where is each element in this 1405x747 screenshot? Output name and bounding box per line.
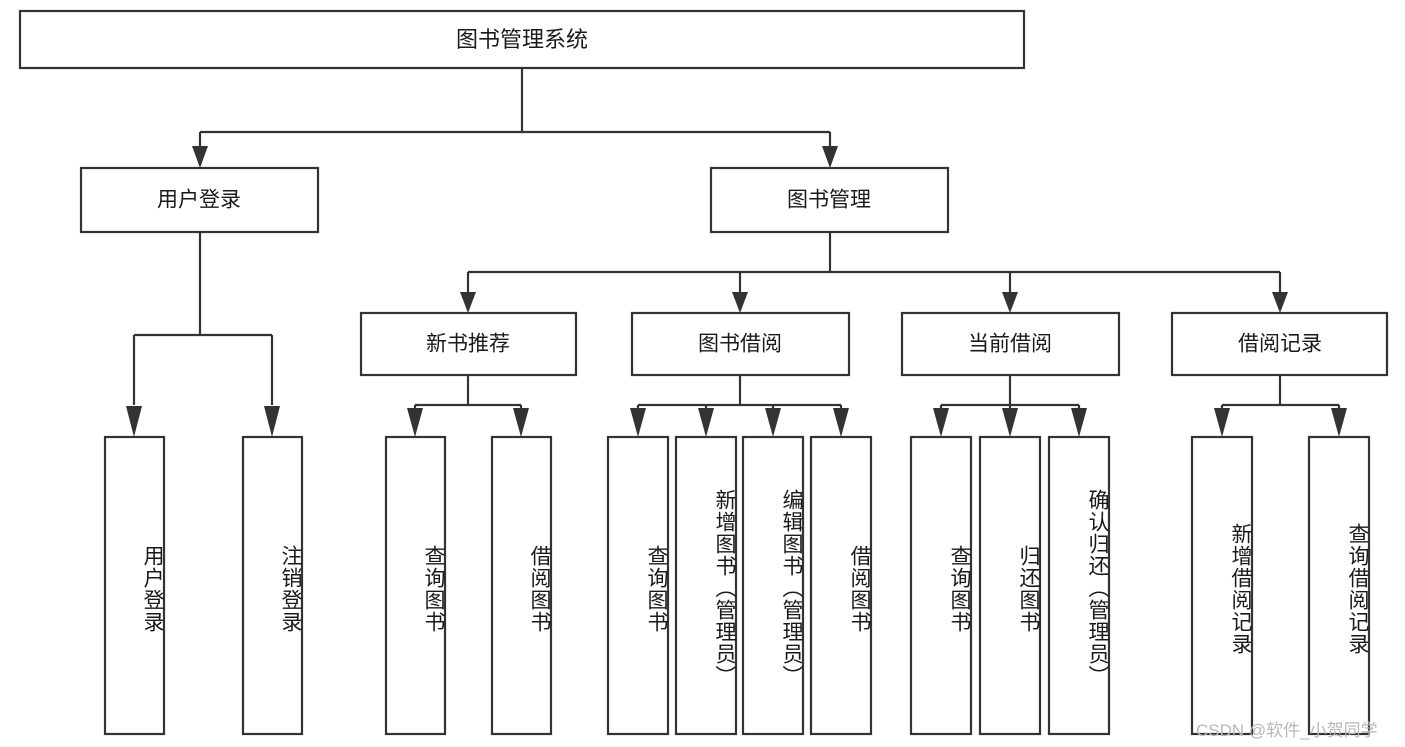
leaf-box-bookborrow-2[interactable] [674, 435, 738, 736]
node-book-management[interactable]: 图书管理 [709, 166, 950, 234]
connector-group-root [192, 68, 838, 168]
leaf-box-currentborrow-1[interactable] [909, 435, 973, 736]
leaf-boxes-borrow-record [1190, 435, 1371, 736]
arrow-head-bookmgmt [822, 146, 838, 168]
arrow-head-leaf-bookborrow-4 [833, 408, 849, 437]
arrow-head-leaf-user-login-2 [264, 406, 280, 437]
leaf-box-bookborrow-4[interactable] [809, 435, 873, 736]
arrow-head-leaf-borrowrecord-2 [1331, 408, 1347, 437]
node-book-borrow-label: 图书借阅 [698, 333, 782, 356]
node-new-book-recommend[interactable]: 新书推荐 [359, 311, 578, 377]
leaf-box-bookborrow-1[interactable] [606, 435, 670, 736]
arrow-head-currentborrow [1002, 292, 1018, 313]
node-root-box[interactable] [18, 9, 1026, 70]
arrow-head-leaf-newbook-2 [513, 408, 529, 437]
connector-group-borrowrecord [1214, 375, 1347, 437]
node-user-login-label: 用户登录 [157, 189, 241, 212]
connector-group-userlogin [126, 232, 280, 437]
leaf-box-newbook-1[interactable] [384, 435, 447, 736]
arrow-head-leaf-bookborrow-2 [698, 408, 714, 437]
node-root-label: 图书管理系统 [456, 27, 588, 52]
node-current-borrow-label: 当前借阅 [968, 333, 1052, 356]
arrow-head-userlogin [192, 146, 208, 168]
leaf-boxes-book-borrow [606, 435, 873, 736]
leaf-box-newbook-2[interactable] [490, 435, 553, 736]
node-current-borrow-box[interactable] [900, 311, 1121, 377]
arrow-head-leaf-currentborrow-1 [933, 408, 949, 437]
node-borrow-record[interactable]: 借阅记录 [1170, 311, 1389, 377]
connector-group-bookmgmt [460, 232, 1288, 313]
connector-group-newbook [407, 375, 529, 437]
node-borrow-record-box[interactable] [1170, 311, 1389, 377]
node-book-borrow-box[interactable] [630, 311, 851, 377]
leaf-boxes-current-borrow [909, 435, 1111, 736]
arrow-head-borrowrecord [1272, 292, 1288, 313]
connector-group-bookborrow [630, 375, 849, 437]
node-new-book-recommend-label: 新书推荐 [426, 333, 510, 356]
leaf-boxes-new-book-recommend [384, 435, 553, 736]
arrow-head-leaf-bookborrow-3 [765, 408, 781, 437]
leaf-box-user-login-1[interactable] [103, 435, 166, 736]
node-user-login-box[interactable] [79, 166, 320, 234]
node-new-book-recommend-box[interactable] [359, 311, 578, 377]
node-user-login[interactable]: 用户登录 [79, 166, 320, 234]
leaf-box-bookborrow-3[interactable] [741, 435, 805, 736]
leaf-box-borrowrecord-2[interactable] [1307, 435, 1371, 736]
connector-group-currentborrow [933, 375, 1087, 437]
leaf-boxes-user-login [103, 435, 304, 736]
node-borrow-record-label: 借阅记录 [1238, 333, 1322, 356]
arrow-head-leaf-newbook-1 [407, 408, 423, 437]
arrow-head-leaf-user-login-1 [126, 406, 142, 437]
arrow-head-leaf-currentborrow-2 [1002, 408, 1018, 437]
arrow-head-bookborrow [732, 292, 748, 313]
csdn-watermark: CSDN @软件_小贺同学 [1196, 721, 1378, 740]
arrow-head-leaf-borrowrecord-1 [1214, 408, 1230, 437]
node-book-management-label: 图书管理 [787, 189, 871, 212]
node-current-borrow[interactable]: 当前借阅 [900, 311, 1121, 377]
node-book-management-box[interactable] [709, 166, 950, 234]
node-root[interactable]: 图书管理系统 [18, 9, 1026, 70]
node-book-borrow[interactable]: 图书借阅 [630, 311, 851, 377]
leaf-box-currentborrow-2[interactable] [978, 435, 1042, 736]
arrow-head-leaf-currentborrow-3 [1071, 408, 1087, 437]
leaf-box-currentborrow-3[interactable] [1047, 435, 1111, 736]
arrow-head-leaf-bookborrow-1 [630, 408, 646, 437]
leaf-box-borrowrecord-1[interactable] [1190, 435, 1254, 736]
leaf-box-user-login-2[interactable] [241, 435, 304, 736]
arrow-head-newbook [460, 292, 476, 313]
